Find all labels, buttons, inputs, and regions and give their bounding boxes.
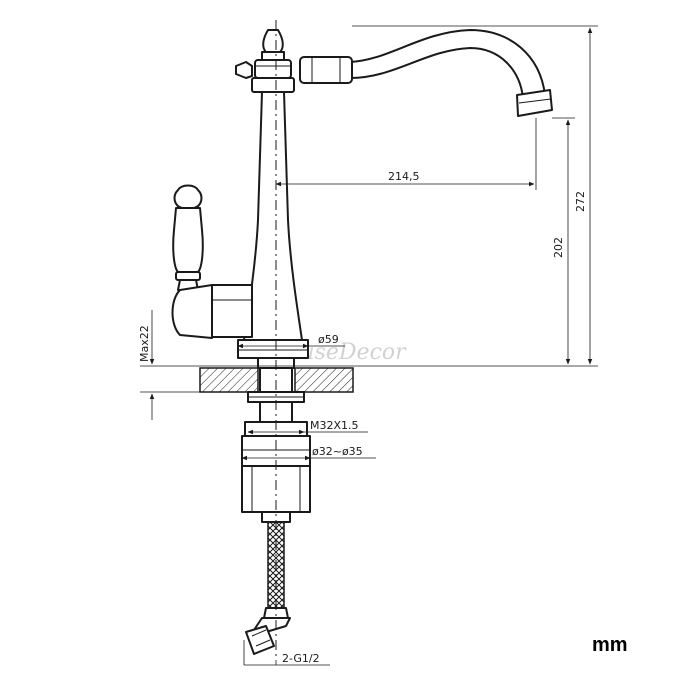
dim-hole-diameter-label: ø32~ø35 — [312, 445, 363, 458]
dim-hose-connection — [243, 640, 330, 666]
dim-spout-height-label: 202 — [552, 237, 565, 258]
dim-spout-reach-label: 214,5 — [388, 170, 420, 183]
unit-label: mm — [592, 634, 628, 656]
dim-total-height — [352, 25, 598, 365]
dim-spout-reach — [275, 118, 537, 190]
dim-total-height-label: 272 — [574, 191, 587, 212]
dim-max-deck-label: Max22 — [138, 325, 151, 362]
lever-handle — [171, 184, 253, 339]
countertop — [199, 367, 354, 393]
supply-hose — [245, 521, 291, 655]
dim-max-deck — [140, 310, 200, 420]
dim-hose-connection-label: 2-G1/2 — [282, 652, 320, 665]
spout — [299, 29, 553, 117]
dim-spout-height — [552, 117, 575, 365]
dim-thread-label: M32X1.5 — [310, 419, 359, 432]
dim-base-diameter-label: ø59 — [318, 333, 339, 346]
